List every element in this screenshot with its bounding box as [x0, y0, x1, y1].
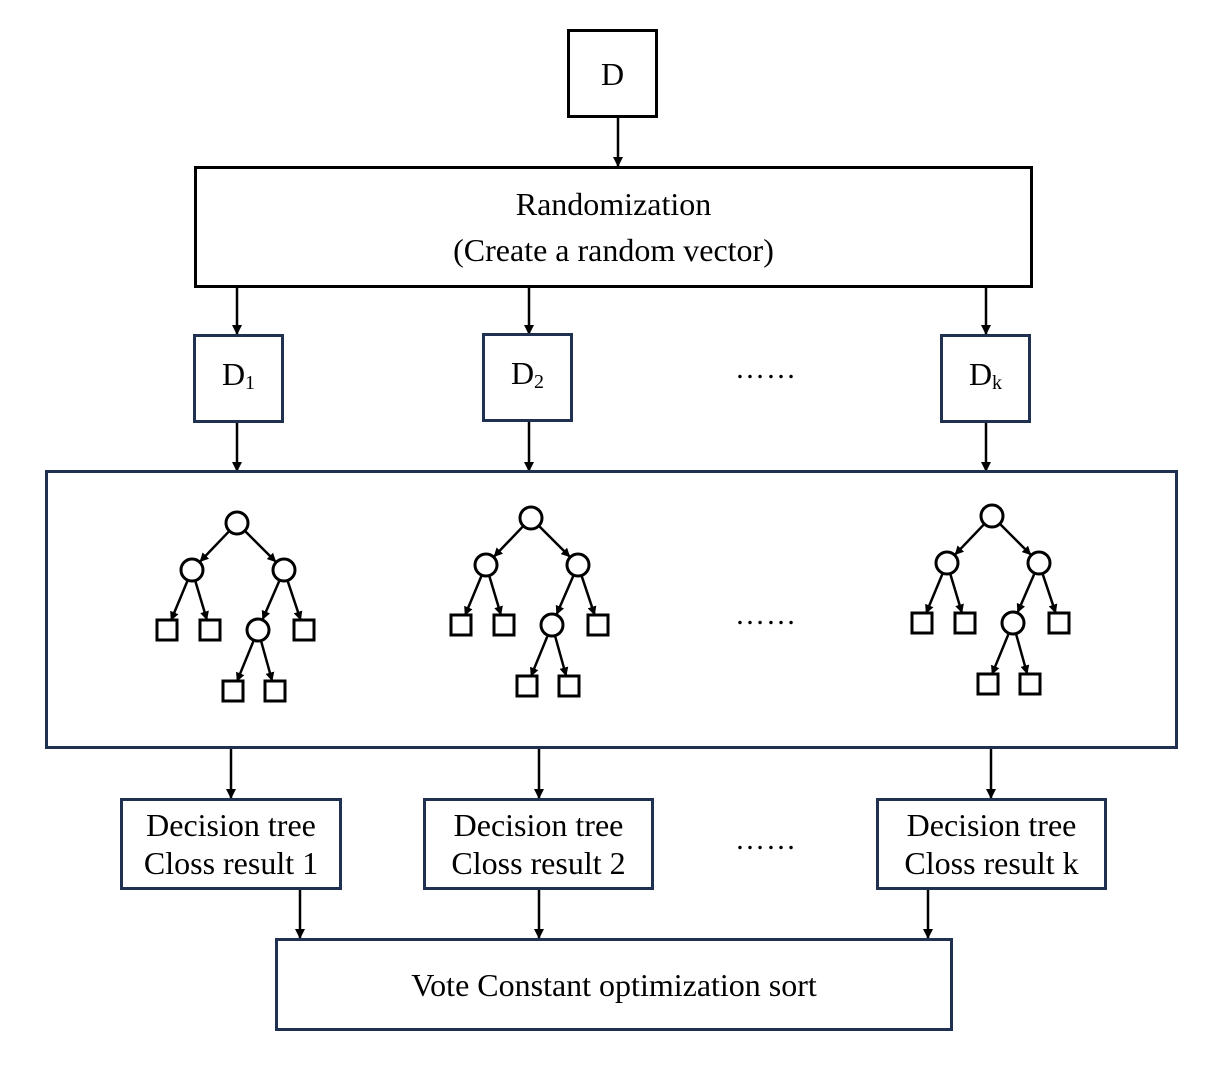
decision-tree-1	[155, 510, 316, 703]
tree-edge	[259, 640, 275, 682]
tree-leaf	[263, 679, 287, 703]
tree-edge	[998, 522, 1032, 556]
tree-node	[179, 557, 205, 583]
tree-edge	[925, 572, 944, 614]
decision-tree-3	[910, 503, 1071, 696]
subset-subscript: 2	[534, 371, 545, 393]
subset-label: D	[510, 355, 535, 391]
tree-edge	[493, 525, 525, 558]
tree-leaf	[198, 618, 222, 642]
tree-leaf	[1047, 611, 1071, 635]
vote-label: Vote Constant optimization sort	[411, 966, 817, 1003]
tree-node	[979, 503, 1005, 529]
decision-tree-2	[449, 505, 610, 698]
tree-node	[245, 617, 271, 643]
result-box-2: Decision tree Closs result 2	[423, 798, 654, 890]
tree-edge	[954, 523, 986, 556]
tree-node	[539, 612, 565, 638]
tree-node	[473, 552, 499, 578]
tree-leaf	[1018, 672, 1042, 696]
subset-subscript: 1	[245, 372, 256, 394]
tree-node	[1000, 610, 1026, 636]
tree-node	[224, 510, 250, 536]
randomization-box: Randomization (Create a random vector)	[194, 166, 1033, 288]
tree-edge	[236, 639, 255, 682]
subset-subscript: k	[992, 372, 1003, 394]
result-line1: Decision tree	[906, 807, 1077, 843]
tree-leaf	[910, 611, 934, 635]
decision-trees-panel	[45, 470, 1178, 749]
subset-ellipsis: ……	[735, 352, 797, 385]
subset-box-d2: D2	[482, 333, 573, 422]
tree-edge	[948, 573, 964, 614]
result-line1: Decision tree	[453, 807, 624, 843]
tree-leaf	[557, 674, 581, 698]
randomization-subtitle: (Create a random vector)	[453, 232, 774, 268]
tree-edge	[243, 529, 277, 563]
tree-leaf	[953, 611, 977, 635]
tree-edge	[553, 635, 569, 677]
tree-leaf	[155, 618, 179, 642]
result-box-1: Decision tree Closs result 1	[120, 798, 342, 890]
tree-edge	[170, 579, 189, 621]
tree-node	[271, 557, 297, 583]
tree-edge	[286, 580, 303, 621]
tree-leaf	[586, 613, 610, 637]
tree-node	[1026, 550, 1052, 576]
result-line2: Closs result 1	[143, 845, 319, 881]
tree-edge	[487, 575, 503, 616]
tree-edge	[261, 579, 281, 620]
tree-node	[565, 552, 591, 578]
input-node-d: D	[567, 29, 658, 118]
tree-edge	[1041, 573, 1058, 614]
result-line2: Closs result k	[904, 845, 1079, 881]
tree-edge	[1014, 633, 1030, 675]
tree-edge	[1016, 572, 1036, 613]
vote-box: Vote Constant optimization sort	[275, 938, 953, 1031]
tree-edge	[199, 530, 231, 563]
subset-label: D	[968, 356, 993, 392]
input-node-label: D	[600, 55, 625, 92]
result-box-k: Decision tree Closs result k	[876, 798, 1107, 890]
tree-edge	[464, 574, 483, 616]
randomization-title: Randomization	[515, 186, 712, 222]
subset-label: D	[221, 356, 246, 392]
tree-edge	[991, 632, 1010, 675]
tree-node	[518, 505, 544, 531]
tree-leaf	[221, 679, 245, 703]
tree-leaf	[515, 674, 539, 698]
tree-ellipsis: ……	[735, 598, 797, 631]
tree-edge	[193, 580, 209, 621]
tree-leaf	[976, 672, 1000, 696]
tree-leaf	[292, 618, 316, 642]
tree-edge	[537, 524, 571, 558]
tree-node	[934, 550, 960, 576]
tree-edge	[555, 574, 575, 615]
subset-box-dk: Dk	[940, 334, 1031, 423]
subset-box-d1: D1	[193, 334, 284, 423]
tree-edge	[530, 634, 549, 677]
result-ellipsis: ……	[735, 823, 797, 856]
tree-edge	[580, 575, 597, 616]
tree-leaf	[492, 613, 516, 637]
result-line1: Decision tree	[146, 807, 316, 843]
result-line2: Closs result 2	[451, 845, 626, 881]
tree-leaf	[449, 613, 473, 637]
